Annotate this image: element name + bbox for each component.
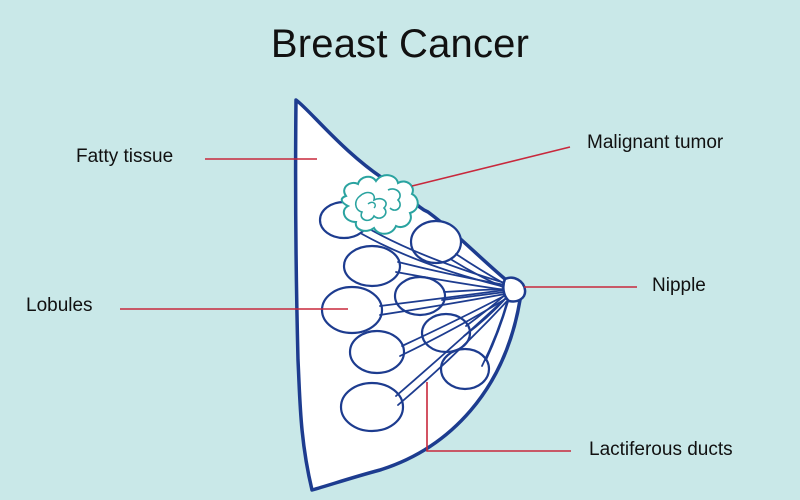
duct bbox=[395, 271, 506, 291]
nipple-shape bbox=[502, 276, 527, 303]
duct bbox=[379, 289, 506, 307]
leader-lines bbox=[120, 146, 637, 452]
duct bbox=[451, 259, 506, 289]
duct bbox=[441, 291, 506, 301]
label-malignant-tumor: Malignant tumor bbox=[587, 132, 724, 153]
malignant-tumor-shape bbox=[340, 174, 419, 235]
leader-line-lactiferous-ducts bbox=[426, 382, 571, 452]
duct bbox=[481, 298, 509, 367]
lobule bbox=[348, 329, 406, 375]
duct bbox=[397, 261, 506, 286]
label-lactiferous-ducts: Lactiferous ducts bbox=[589, 439, 733, 460]
label-lobules: Lobules bbox=[26, 295, 93, 316]
duct bbox=[401, 294, 507, 347]
duct bbox=[363, 225, 506, 284]
duct bbox=[397, 298, 510, 406]
lobule bbox=[342, 244, 402, 288]
label-nipple: Nipple bbox=[652, 275, 706, 296]
lobule bbox=[339, 381, 405, 433]
lobule bbox=[439, 347, 491, 391]
lactiferous-ducts-group bbox=[361, 225, 510, 406]
lobule bbox=[409, 219, 463, 265]
duct bbox=[455, 253, 506, 285]
leader-line-malignant-tumor bbox=[411, 146, 571, 187]
duct bbox=[395, 296, 508, 397]
lobule bbox=[320, 285, 384, 335]
diagram-title: Breast Cancer bbox=[270, 22, 530, 66]
label-fatty-tissue: Fatty tissue bbox=[76, 146, 174, 167]
duct bbox=[379, 293, 506, 316]
duct bbox=[399, 297, 508, 357]
duct bbox=[443, 288, 506, 293]
